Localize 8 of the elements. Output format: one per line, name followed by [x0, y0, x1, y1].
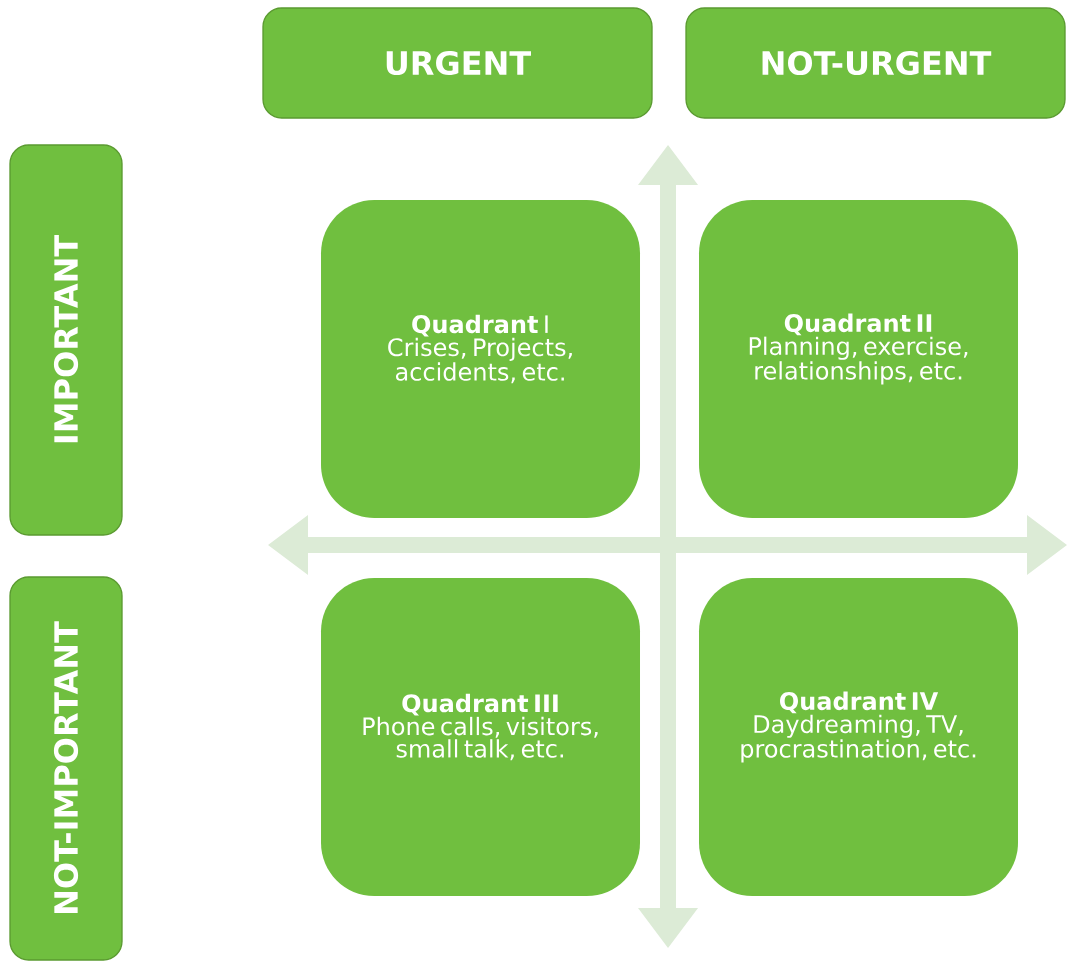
- column-header: NOT-URGENT: [685, 7, 1066, 119]
- column-header: URGENT: [262, 7, 653, 119]
- quadrant-box: Quadrant II Planning, exercise, relationships, etc.: [699, 200, 1018, 518]
- row-header: NOT-IMPORTANT: [9, 576, 123, 961]
- quadrant-box: Quadrant III Phone calls, visitors, small talk, etc.: [321, 578, 640, 896]
- quadrant-box: Quadrant IV Daydreaming, TV, procrastination, etc.: [699, 578, 1018, 896]
- row-header: IMPORTANT: [9, 144, 123, 536]
- quadrant-box: Quadrant I Crises, Projects, accidents, etc.: [321, 200, 640, 518]
